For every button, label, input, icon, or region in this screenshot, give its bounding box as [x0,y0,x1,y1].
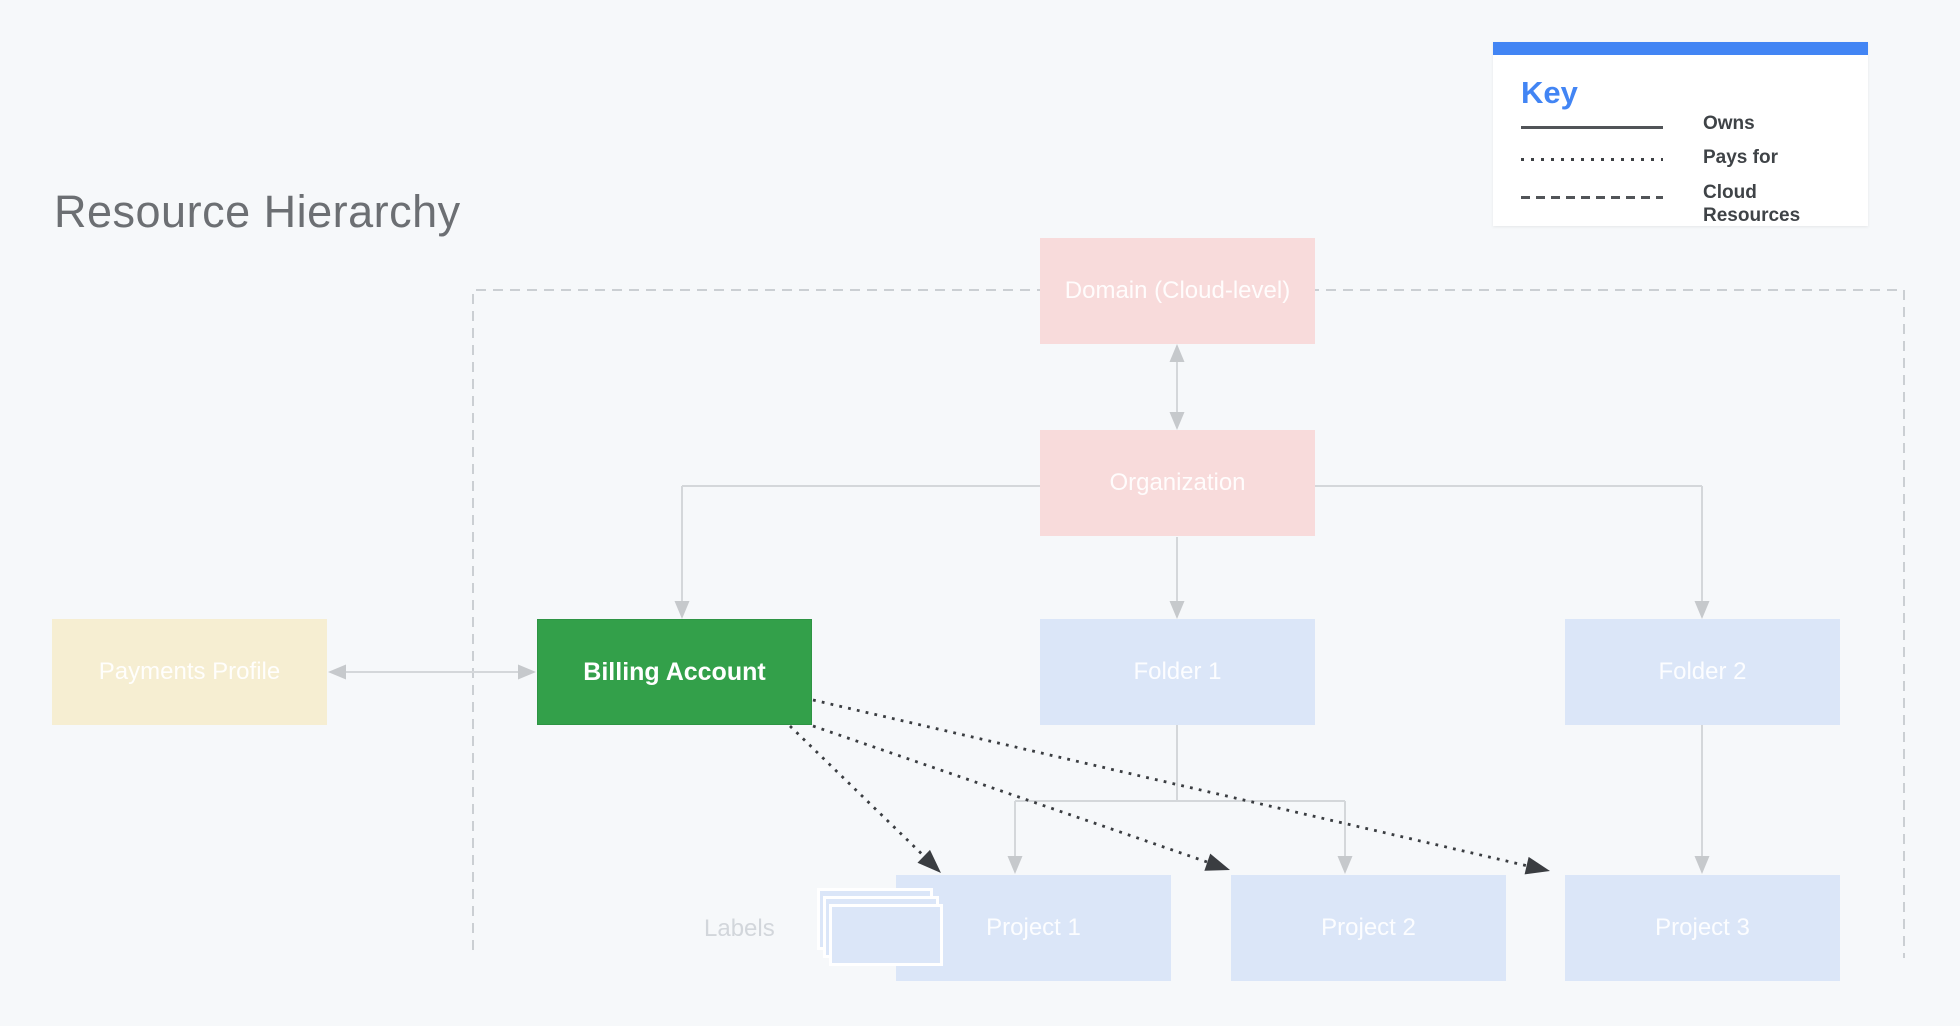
node-project-1-label: Project 1 [986,914,1081,941]
node-domain-label: Domain (Cloud-level) [1064,277,1291,304]
legend-accent-bar [1493,42,1868,55]
legend-line-dotted-pays-for [1521,158,1663,161]
node-organization-label: Organization [1109,469,1246,496]
node-payments-profile: Payments Profile [52,619,327,725]
legend-label-pays-for: Pays for [1703,147,1778,168]
node-project-2: Project 2 [1231,875,1506,981]
node-domain: Domain (Cloud-level) [1040,238,1315,344]
node-folder-1-label: Folder 1 [1133,658,1222,685]
node-folder-2: Folder 2 [1565,619,1840,725]
page-title: Resource Hierarchy [54,186,461,237]
node-project-3: Project 3 [1565,875,1840,981]
labels-caption: Labels [704,915,775,942]
legend-panel: Key Owns Pays for Cloud Resources [1493,42,1868,226]
owns-connectors [334,352,1703,857]
node-folder-2-label: Folder 2 [1658,658,1747,685]
legend-line-solid-owns [1521,126,1663,129]
gray-arrowheads [328,344,1710,874]
node-organization: Organization [1040,430,1315,536]
node-project-3-label: Project 3 [1655,914,1750,941]
node-project-2-label: Project 2 [1321,914,1416,941]
node-payments-profile-label: Payments Profile [98,658,281,685]
node-folder-1: Folder 1 [1040,619,1315,725]
legend-label-owns: Owns [1703,113,1755,134]
node-billing-account-label: Billing Account [583,657,766,686]
cloud-resources-boundary [472,289,1905,958]
legend-line-dashed-cloud-resources [1521,196,1663,199]
labels-stacked-cards-icon [817,888,947,968]
legend-label-cloud-resources: Cloud Resources [1703,182,1801,227]
label-card-front [829,904,943,966]
legend-heading: Key [1521,75,1578,110]
node-billing-account: Billing Account [537,619,812,725]
